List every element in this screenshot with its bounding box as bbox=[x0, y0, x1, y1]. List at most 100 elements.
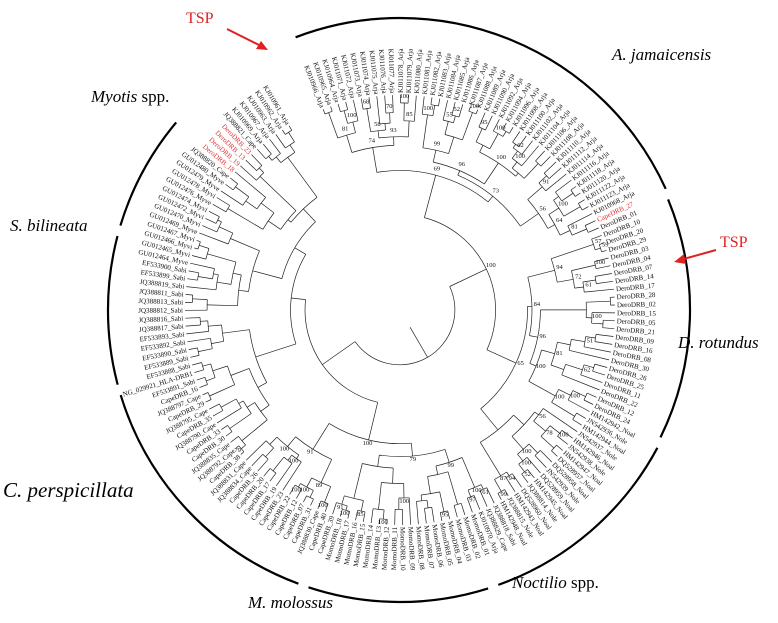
bootstrap-value: 100 bbox=[347, 112, 357, 119]
branch bbox=[260, 404, 270, 412]
branch bbox=[368, 97, 371, 109]
branch bbox=[211, 340, 224, 344]
branch bbox=[185, 294, 193, 296]
branch-arc bbox=[379, 518, 388, 520]
branch-arc bbox=[497, 489, 505, 494]
branch bbox=[572, 419, 582, 426]
branch bbox=[408, 120, 410, 137]
bootstrap-value: 99 bbox=[447, 462, 454, 469]
branch bbox=[191, 255, 206, 260]
branch bbox=[601, 250, 607, 253]
branch-arc bbox=[521, 469, 528, 475]
bootstrap-value: 100 bbox=[318, 502, 328, 509]
branch bbox=[478, 112, 486, 128]
branch bbox=[343, 110, 348, 124]
clade-brackets bbox=[106, 16, 692, 604]
branch bbox=[260, 202, 275, 214]
branch bbox=[515, 172, 519, 177]
branch-arc bbox=[249, 329, 268, 383]
branch-arc bbox=[527, 199, 549, 229]
branch bbox=[337, 103, 341, 112]
branch bbox=[217, 219, 222, 223]
branch bbox=[447, 510, 451, 520]
branch bbox=[547, 224, 555, 229]
bootstrap-value: 100 bbox=[559, 431, 569, 438]
branch bbox=[518, 463, 525, 473]
branch-arc bbox=[578, 203, 583, 211]
bootstrap-value: 73 bbox=[493, 187, 500, 194]
branch bbox=[550, 364, 564, 370]
bootstrap-value: 100 bbox=[289, 458, 299, 465]
branch bbox=[192, 298, 208, 300]
branch bbox=[540, 450, 553, 463]
branch bbox=[427, 476, 431, 494]
branch bbox=[298, 483, 301, 488]
branch bbox=[527, 469, 535, 479]
bootstrap-value: 100 bbox=[280, 445, 290, 452]
branch bbox=[523, 163, 539, 179]
branch bbox=[585, 336, 596, 339]
bootstrap-value: 100 bbox=[592, 313, 602, 320]
branch bbox=[569, 349, 610, 361]
bootstrap-value: 100 bbox=[400, 93, 410, 100]
tsp-marker-right: TSP bbox=[674, 234, 748, 264]
branch bbox=[529, 363, 537, 367]
branch bbox=[289, 144, 296, 153]
bootstrap-value: 72 bbox=[575, 274, 582, 281]
branch-arc bbox=[424, 217, 496, 350]
branch bbox=[586, 392, 597, 398]
branch bbox=[578, 199, 585, 204]
leaf-label: DeroDRB_15 bbox=[617, 309, 656, 318]
branch bbox=[557, 278, 574, 283]
clade-label-m-molossus: M. molossus bbox=[247, 593, 333, 612]
branch bbox=[288, 125, 293, 131]
branch bbox=[218, 226, 233, 234]
branch bbox=[528, 380, 556, 397]
clade-label-c-perspicillata: C. perspicillata bbox=[3, 478, 134, 502]
leaf-label: JQ388816_Sabi bbox=[138, 315, 183, 325]
branch bbox=[534, 411, 539, 416]
bootstrap-value: 99 bbox=[500, 491, 507, 498]
branch-arc bbox=[340, 109, 348, 113]
bootstrap-value: 91 bbox=[337, 504, 344, 511]
clade-label-s-bilineata: S. bilineata bbox=[10, 216, 87, 235]
branch bbox=[255, 343, 297, 358]
branch-arc bbox=[555, 191, 562, 202]
branch bbox=[430, 97, 433, 105]
bootstrap-value: 96 bbox=[539, 333, 546, 340]
branch bbox=[448, 136, 455, 154]
branch bbox=[376, 96, 381, 124]
bootstrap-value: 100 bbox=[486, 262, 496, 269]
branch bbox=[475, 128, 483, 143]
branch bbox=[198, 348, 213, 352]
branch bbox=[208, 210, 220, 218]
branch-arc bbox=[357, 510, 366, 513]
bootstrap-value: 56 bbox=[539, 206, 546, 213]
branch bbox=[265, 447, 274, 458]
branch bbox=[492, 119, 500, 132]
branch bbox=[535, 150, 545, 162]
branch bbox=[570, 186, 577, 191]
branch bbox=[392, 467, 394, 484]
bracket-s-bilineata bbox=[106, 235, 119, 385]
bootstrap-value: 85 bbox=[406, 111, 413, 118]
branch bbox=[345, 505, 348, 511]
branch-arc bbox=[197, 347, 200, 356]
branch bbox=[591, 235, 602, 240]
branch bbox=[259, 176, 297, 211]
branch bbox=[548, 167, 562, 179]
branch bbox=[512, 131, 521, 143]
branch-arc bbox=[538, 182, 546, 192]
branch bbox=[458, 104, 464, 118]
branch bbox=[190, 355, 200, 358]
branch bbox=[439, 491, 445, 512]
branch bbox=[291, 297, 306, 300]
branch bbox=[347, 511, 350, 519]
branch bbox=[196, 376, 206, 381]
branch-arc bbox=[276, 436, 300, 456]
bootstrap-value: 95 bbox=[442, 512, 449, 519]
bootstrap-value: 100 bbox=[555, 393, 565, 400]
tsp-label-right: TSP bbox=[720, 234, 748, 251]
branch bbox=[294, 247, 306, 255]
branch bbox=[466, 497, 473, 513]
